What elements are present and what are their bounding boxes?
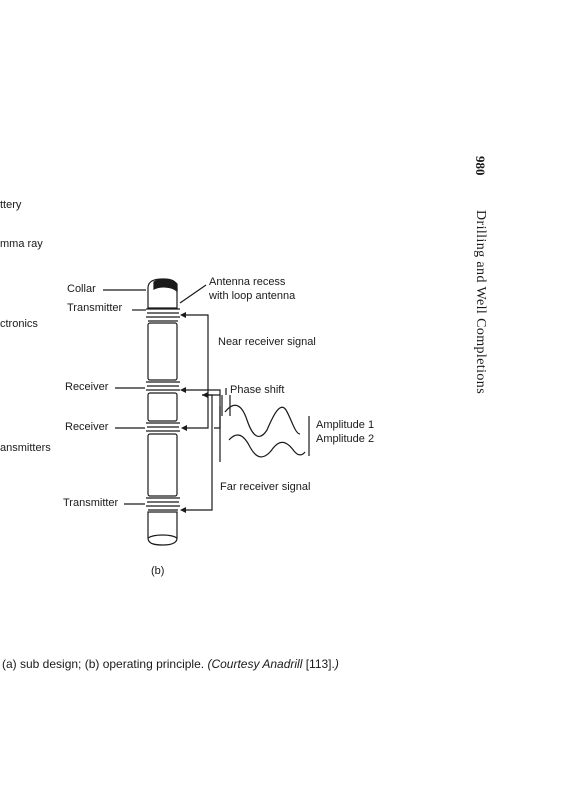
arrow-near-bottom <box>181 425 187 431</box>
caption-reference: [113]. <box>305 657 335 671</box>
annotation-amplitude-1: Amplitude 1 <box>316 419 375 431</box>
arrow-near-top <box>180 312 186 318</box>
coil-transmitter-bottom <box>146 497 180 511</box>
antenna-leader <box>179 284 207 304</box>
figure-caption: (a) sub design; (b) operating principle.… <box>2 657 339 671</box>
phase-bracket <box>182 389 221 429</box>
label-receiver-lower: Receiver <box>65 421 109 433</box>
label-transmitter-top: Transmitter <box>67 302 123 314</box>
coil-transmitter-top <box>146 308 180 322</box>
coil-receiver-upper <box>146 381 180 391</box>
caption-courtesy: (Courtesy Anadrill <box>207 657 303 671</box>
panel-label-b: (b) <box>151 565 165 577</box>
caption-close: ) <box>334 657 339 671</box>
arrow-receiver-upper <box>180 387 186 393</box>
wave-amplitude-2 <box>228 434 306 458</box>
tool-body-lower <box>147 433 178 497</box>
arrow-far <box>202 392 208 398</box>
annotation-near-signal: Near receiver signal <box>218 336 316 348</box>
fragment-gamma-ray: mma ray <box>0 238 43 250</box>
fragment-battery: ttery <box>0 199 22 211</box>
annotation-far-signal: Far receiver signal <box>220 481 311 493</box>
annotation-amplitude-2: Amplitude 2 <box>316 433 375 445</box>
label-transmitter-bottom: Transmitter <box>63 497 119 509</box>
label-receiver-upper: Receiver <box>65 381 109 393</box>
collar-cap <box>153 278 178 293</box>
label-collar: Collar <box>67 283 96 295</box>
annotation-loop-antenna: with loop antenna <box>209 290 296 302</box>
tool-body-upper <box>147 322 178 381</box>
fragment-electronics: ctronics <box>0 318 38 330</box>
arrow-transmitter-bottom <box>180 507 186 513</box>
coil-receiver-lower <box>146 422 180 432</box>
phase-markers <box>221 388 231 416</box>
tool-bottom <box>147 511 178 546</box>
near-signal-path <box>182 314 209 429</box>
tool-body-middle <box>147 392 178 422</box>
annotation-antenna-recess: Antenna recess <box>209 276 286 288</box>
fragment-transmitters: ansmitters <box>0 442 51 454</box>
caption-text: (a) sub design; (b) operating principle. <box>2 657 205 671</box>
annotation-phase-shift: Phase shift <box>230 384 285 396</box>
wave-amplitude-1 <box>224 404 301 438</box>
